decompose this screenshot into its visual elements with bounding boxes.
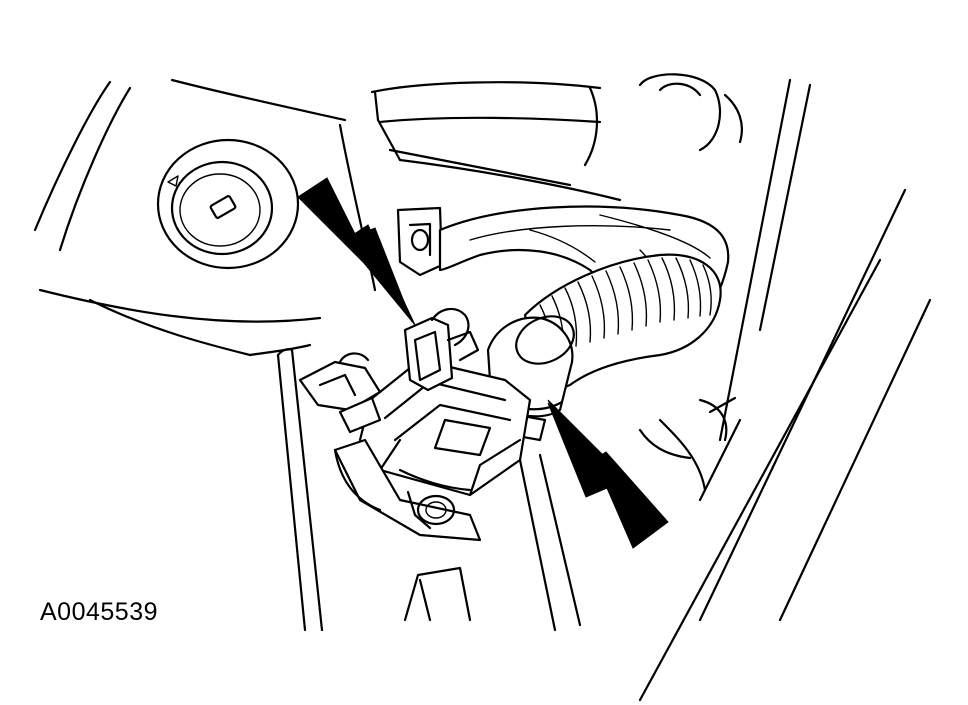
secondary-plug [298, 352, 382, 434]
mounting-screw-icon [416, 494, 456, 526]
ignition-lock-cylinder [156, 138, 300, 270]
console-frame [370, 73, 812, 442]
connector-locking-tab [403, 307, 480, 392]
figure-id-label: A0045539 [40, 598, 159, 626]
triangle-marker-icon [167, 175, 179, 187]
pointer-arrow-lower-head [547, 399, 619, 489]
mount-bracket [396, 206, 444, 277]
corrugated-conduit [523, 253, 722, 397]
electrical-connector [358, 358, 532, 497]
pointer-arrow-upper-head [344, 224, 416, 326]
dashboard-panel [33, 78, 377, 357]
connector-housing [333, 438, 482, 542]
right-panel [638, 188, 932, 702]
lower-panel [403, 453, 582, 632]
left-trim-panel [276, 348, 324, 632]
key-slot-icon [209, 195, 237, 219]
